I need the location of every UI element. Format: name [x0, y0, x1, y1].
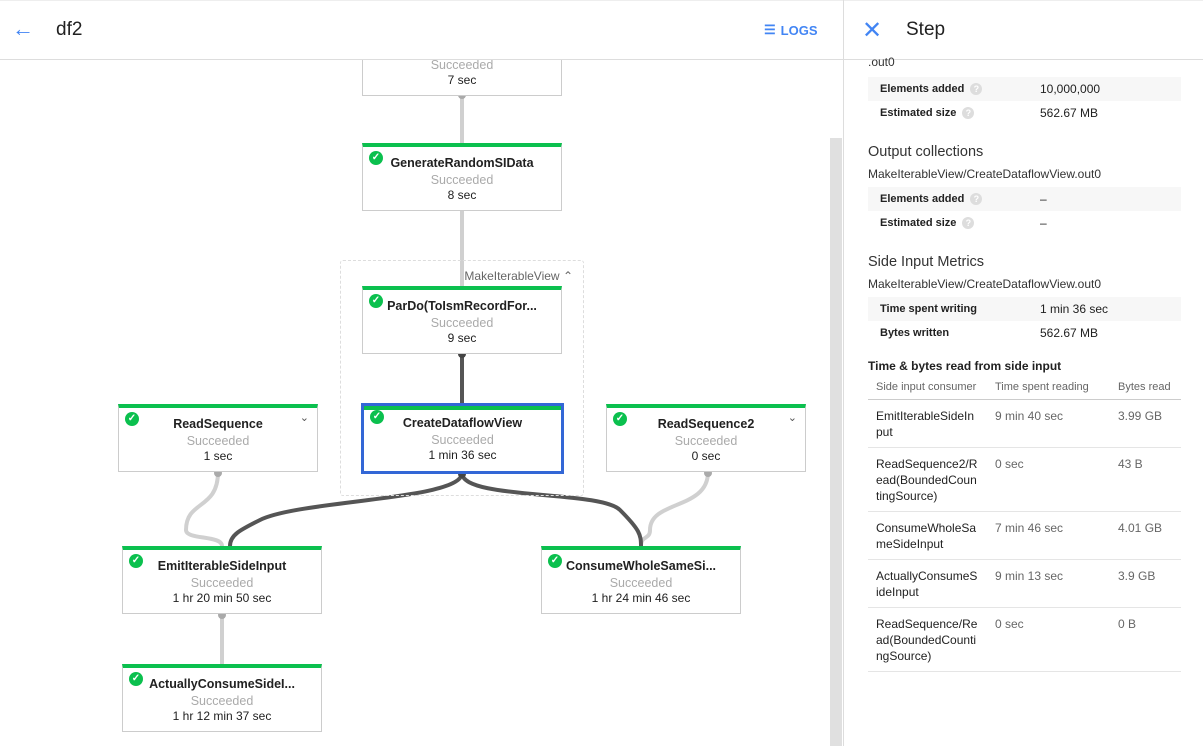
- edge: [460, 472, 643, 547]
- metric-row: Estimated size?562.67 MB: [880, 106, 1099, 120]
- section-title: Side Input Metrics: [868, 254, 985, 270]
- group-label[interactable]: MakeIterableView ⌃: [464, 269, 573, 283]
- help-icon[interactable]: ?: [962, 107, 975, 119]
- panel-title: Step: [906, 19, 946, 40]
- check-icon: ✓: [369, 294, 383, 308]
- table-title: Time & bytes read from side input: [868, 359, 1062, 373]
- list-icon: ☰: [764, 22, 776, 37]
- help-icon[interactable]: ?: [970, 193, 983, 205]
- edge: [639, 471, 710, 547]
- check-icon: ✓: [125, 412, 139, 426]
- check-icon: ✓: [129, 672, 143, 686]
- check-icon: ✓: [369, 151, 383, 165]
- help-icon[interactable]: ?: [970, 83, 983, 95]
- chevron-up-icon[interactable]: ⌃: [562, 269, 573, 283]
- chevron-down-icon[interactable]: ⌄: [299, 412, 309, 424]
- column-header: Time spent reading: [987, 378, 1110, 400]
- metric-row: Estimated size?–: [880, 216, 1047, 230]
- column-header: Bytes read: [1110, 378, 1181, 400]
- job-header: ← df2 ☰LOGS: [0, 0, 843, 60]
- graph-scrollbar[interactable]: [830, 138, 842, 746]
- collection-name: MakeIterableView/CreateDataflowView.out0: [868, 277, 1102, 291]
- back-arrow-icon[interactable]: ←: [12, 16, 34, 41]
- check-icon: ✓: [370, 410, 384, 424]
- close-icon[interactable]: ✕: [862, 17, 883, 44]
- check-icon: ✓: [548, 554, 562, 568]
- check-icon: ✓: [613, 412, 627, 426]
- table-row: ReadSequence2/Read(BoundedCountingSource…: [868, 447, 1181, 512]
- help-icon[interactable]: ?: [962, 217, 975, 229]
- collection-name: MakeIterableView/CreateDataflowView.out0: [868, 167, 1102, 181]
- group-make-iterable-view: MakeIterableView ⌃: [340, 260, 584, 496]
- step-panel: ✕ Step .out0 Elements added?10,000,000 E…: [843, 0, 1203, 746]
- section-title: Output collections: [868, 144, 984, 160]
- metric-row: Elements added?–: [868, 187, 1181, 211]
- check-icon: ✓: [129, 554, 143, 568]
- table-row: ReadSequence/Read(BoundedCountingSource)…: [868, 607, 1181, 672]
- side-input-table: Side input consumer Time spent reading B…: [868, 378, 1181, 672]
- input-collection-name: .out0: [868, 55, 895, 69]
- job-title: df2: [56, 19, 83, 40]
- metric-row: Elements added?10,000,000: [868, 77, 1181, 101]
- edge: [183, 471, 224, 547]
- chevron-down-icon[interactable]: ⌄: [787, 412, 797, 424]
- column-header: Side input consumer: [868, 378, 987, 400]
- edge: [228, 472, 464, 547]
- logs-button[interactable]: ☰LOGS: [764, 22, 818, 38]
